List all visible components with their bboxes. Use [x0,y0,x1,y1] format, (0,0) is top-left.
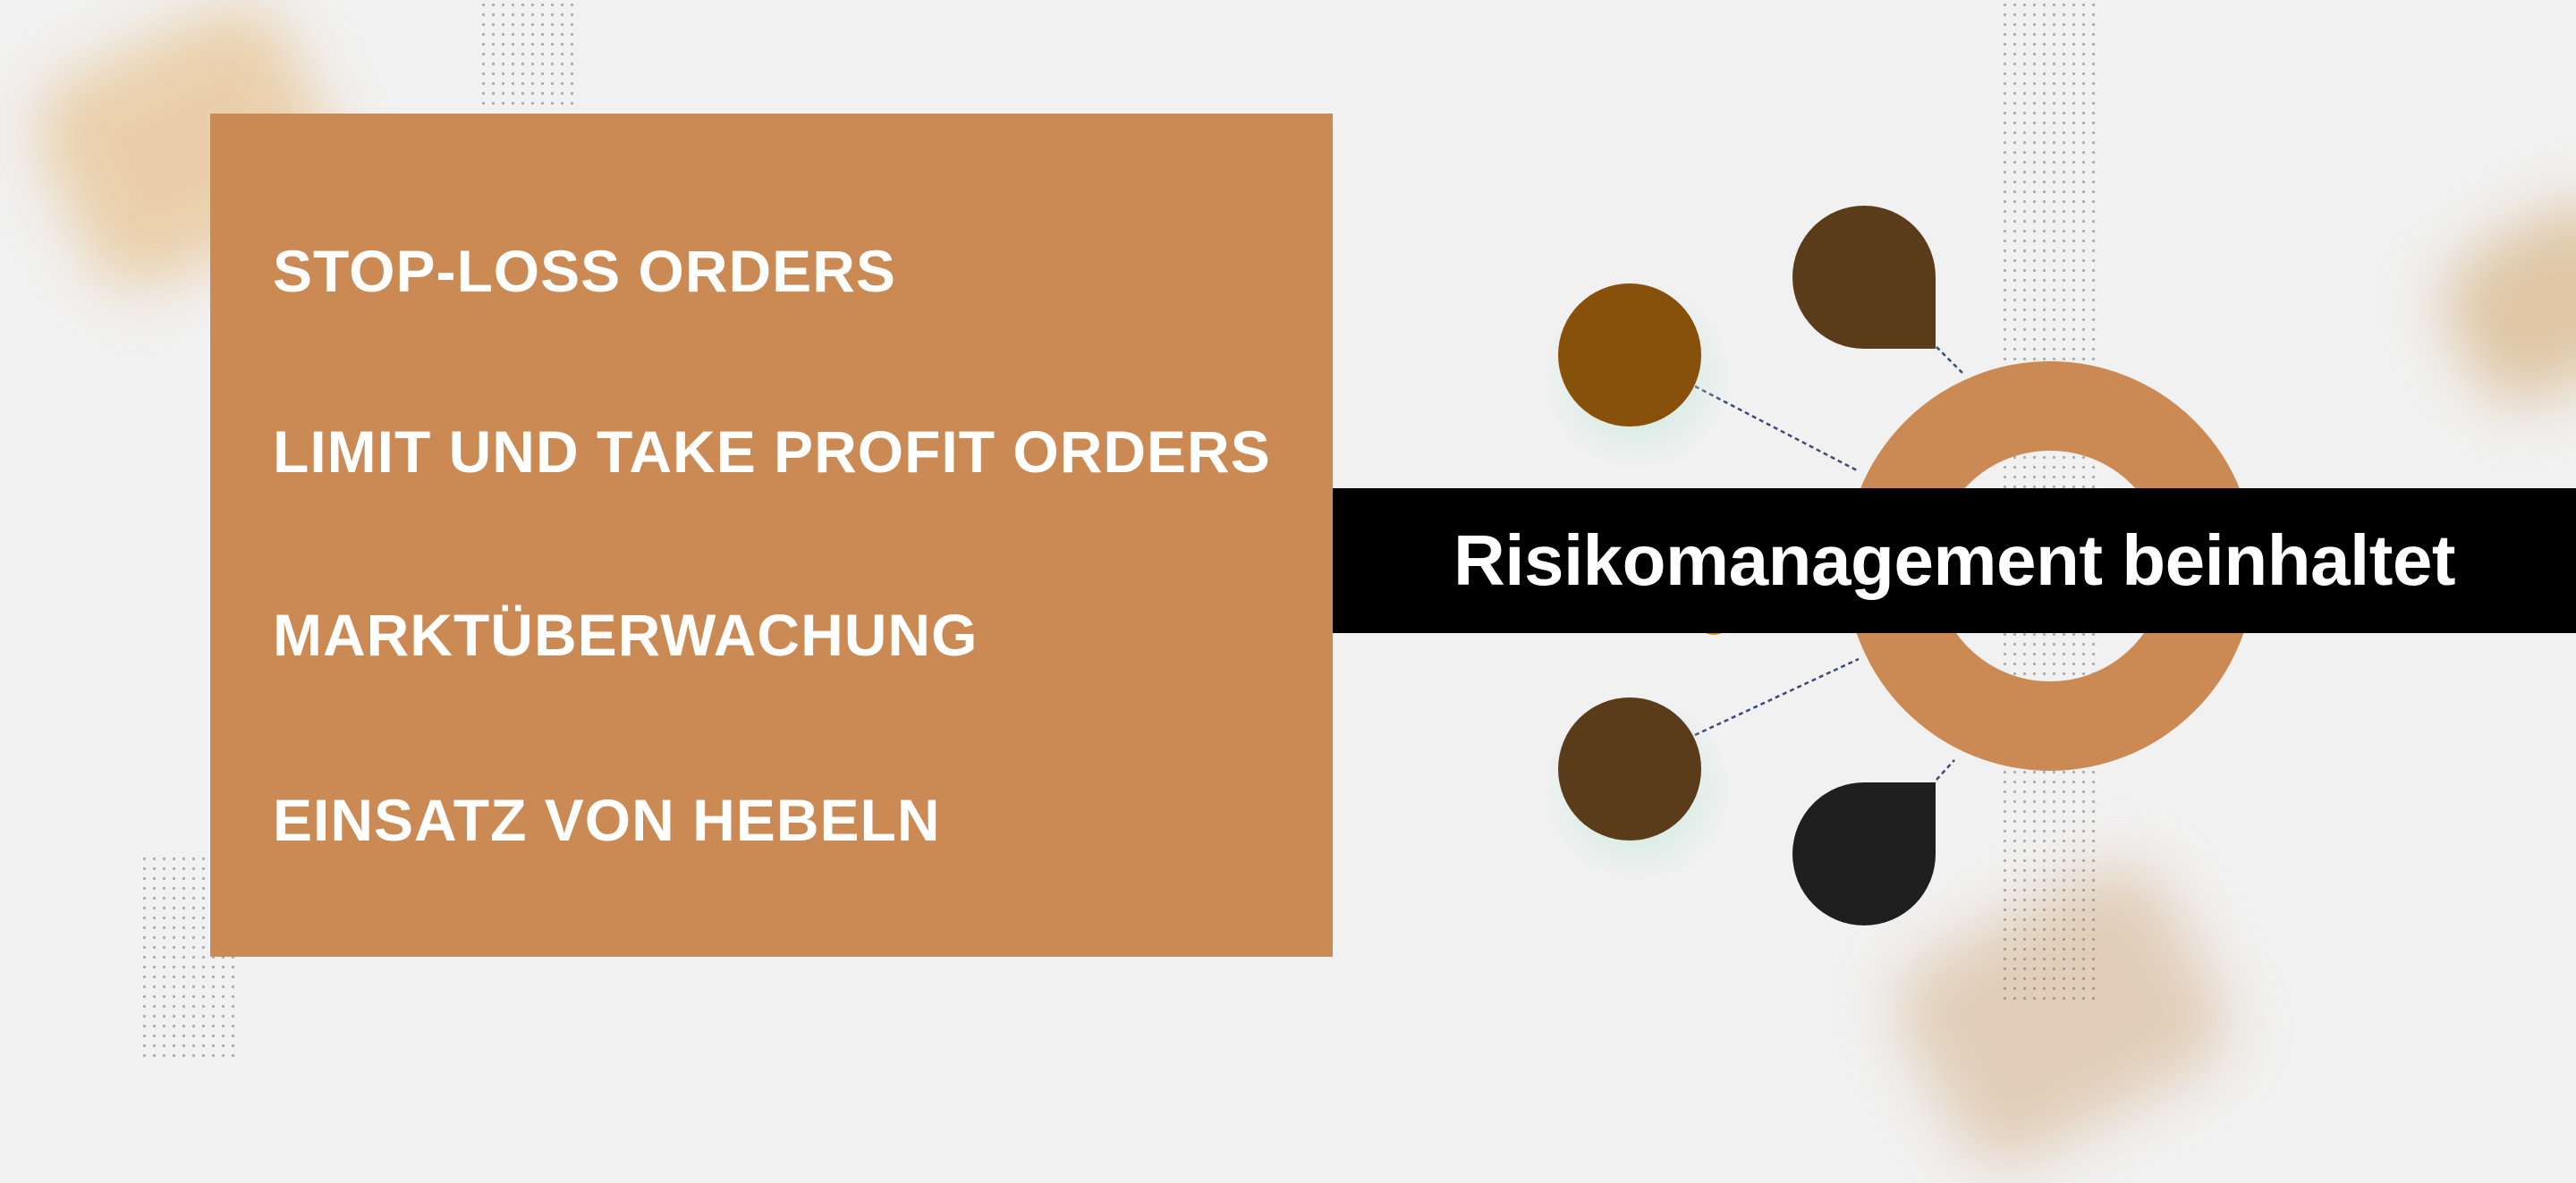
topic-list-panel: STOP-LOSS ORDERS LIMIT UND TAKE PROFIT O… [210,114,1333,957]
list-item-stop-loss: STOP-LOSS ORDERS [273,238,896,304]
circle-node-upper [1558,283,1701,427]
list-item-limit-take-profit: LIMIT UND TAKE PROFIT ORDERS [273,418,1271,485]
connector-line-upper-left [1694,384,1860,473]
connector-line-bottom-right [1936,759,1955,781]
teardrop-node-top [1792,206,1936,350]
decor-dot-grid-top [479,0,577,112]
connector-line-lower-left [1694,657,1860,737]
connector-line-top-right [1936,346,1964,375]
list-item-market-monitoring: MARKTÜBERWACHUNG [273,602,979,668]
banner-title: Risikomanagement beinhaltet [1453,520,2456,600]
title-banner: Risikomanagement beinhaltet [1333,488,2576,633]
teardrop-node-bottom [1792,782,1936,925]
list-item-leverage: EINSATZ VON HEBELN [273,787,941,853]
circle-node-lower [1558,697,1701,841]
